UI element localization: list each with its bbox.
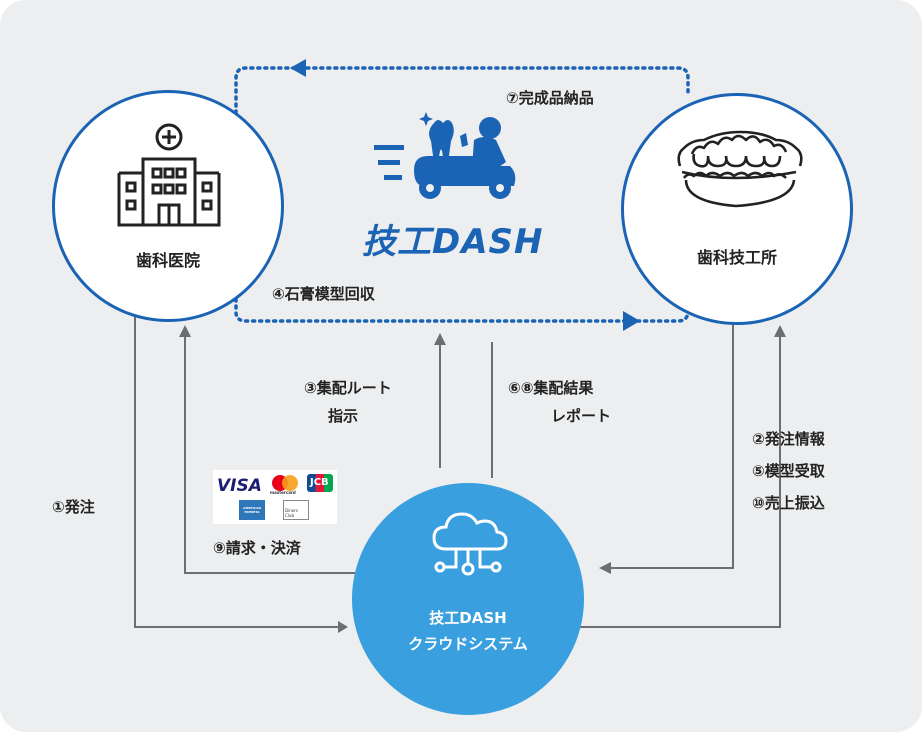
dental-lab-node: 歯科技工所 [621,93,853,325]
clinic-label: 歯科医院 [135,251,200,270]
collection-arrow-right [623,311,640,331]
lab-payment-arrow [774,325,786,337]
jcb-logo: JCB [307,474,333,492]
diners-logo: Diners Club [283,500,309,520]
cloud-system-node: 技工DASH クラウドシステム [352,483,584,715]
lab-order-info-line [608,310,734,569]
logo-wordmark: 技工DASH [362,222,544,262]
lab-order-info-label: ②発注情報 [752,430,825,448]
mastercard-text: mastercard [270,490,296,495]
amex-text: AMERICAN EXPRESS [243,506,261,514]
payment-card-logos: VISA mastercard JCB AMERICAN EXPRESS Din… [213,470,337,524]
route-arrow [434,333,446,345]
report-label-2: レポート [551,407,612,425]
lab-payment-line [580,335,781,628]
teeth-denture-icon [677,130,803,208]
cloud-subtitle: クラウドシステム [408,635,528,653]
lab-label: 歯科技工所 [696,248,777,267]
visa-logo: VISA [217,476,262,496]
order-arrow [338,621,348,633]
cloud-network-icon [432,512,508,576]
diners-text: Diners Club [285,508,298,518]
lab-model-receipt-label: ⑤模型受取 [752,462,825,480]
dental-clinic-node: 歯科医院 [52,90,284,322]
jcb-text: JCB [310,477,329,488]
report-label-1: ⑥⑧集配結果 [508,379,594,397]
mastercard-logo [272,475,298,491]
delivery-arrow-left [290,59,306,77]
route-instruction-label-1: ③集配ルート [304,379,392,397]
delivery-route-top [234,66,690,122]
billing-label: ⑨請求・決済 [213,539,301,557]
hospital-building-icon [117,123,221,227]
order-line [134,310,340,628]
collection-route-bottom [234,290,690,323]
delivery-scooter-icon [374,112,516,199]
delivery-label: ⑦完成品納品 [506,89,594,107]
order-label: ①発注 [52,498,95,516]
route-instruction-label-2: 指示 [328,407,359,425]
billing-arrow [179,325,191,337]
lab-order-arrow [599,562,611,574]
amex-logo: AMERICAN EXPRESS [239,500,265,520]
lab-payment-label: ⑩売上振込 [752,494,825,512]
billing-line [184,335,358,574]
collection-label: ④石膏模型回収 [272,285,375,303]
cloud-title: 技工DASH [429,609,507,627]
